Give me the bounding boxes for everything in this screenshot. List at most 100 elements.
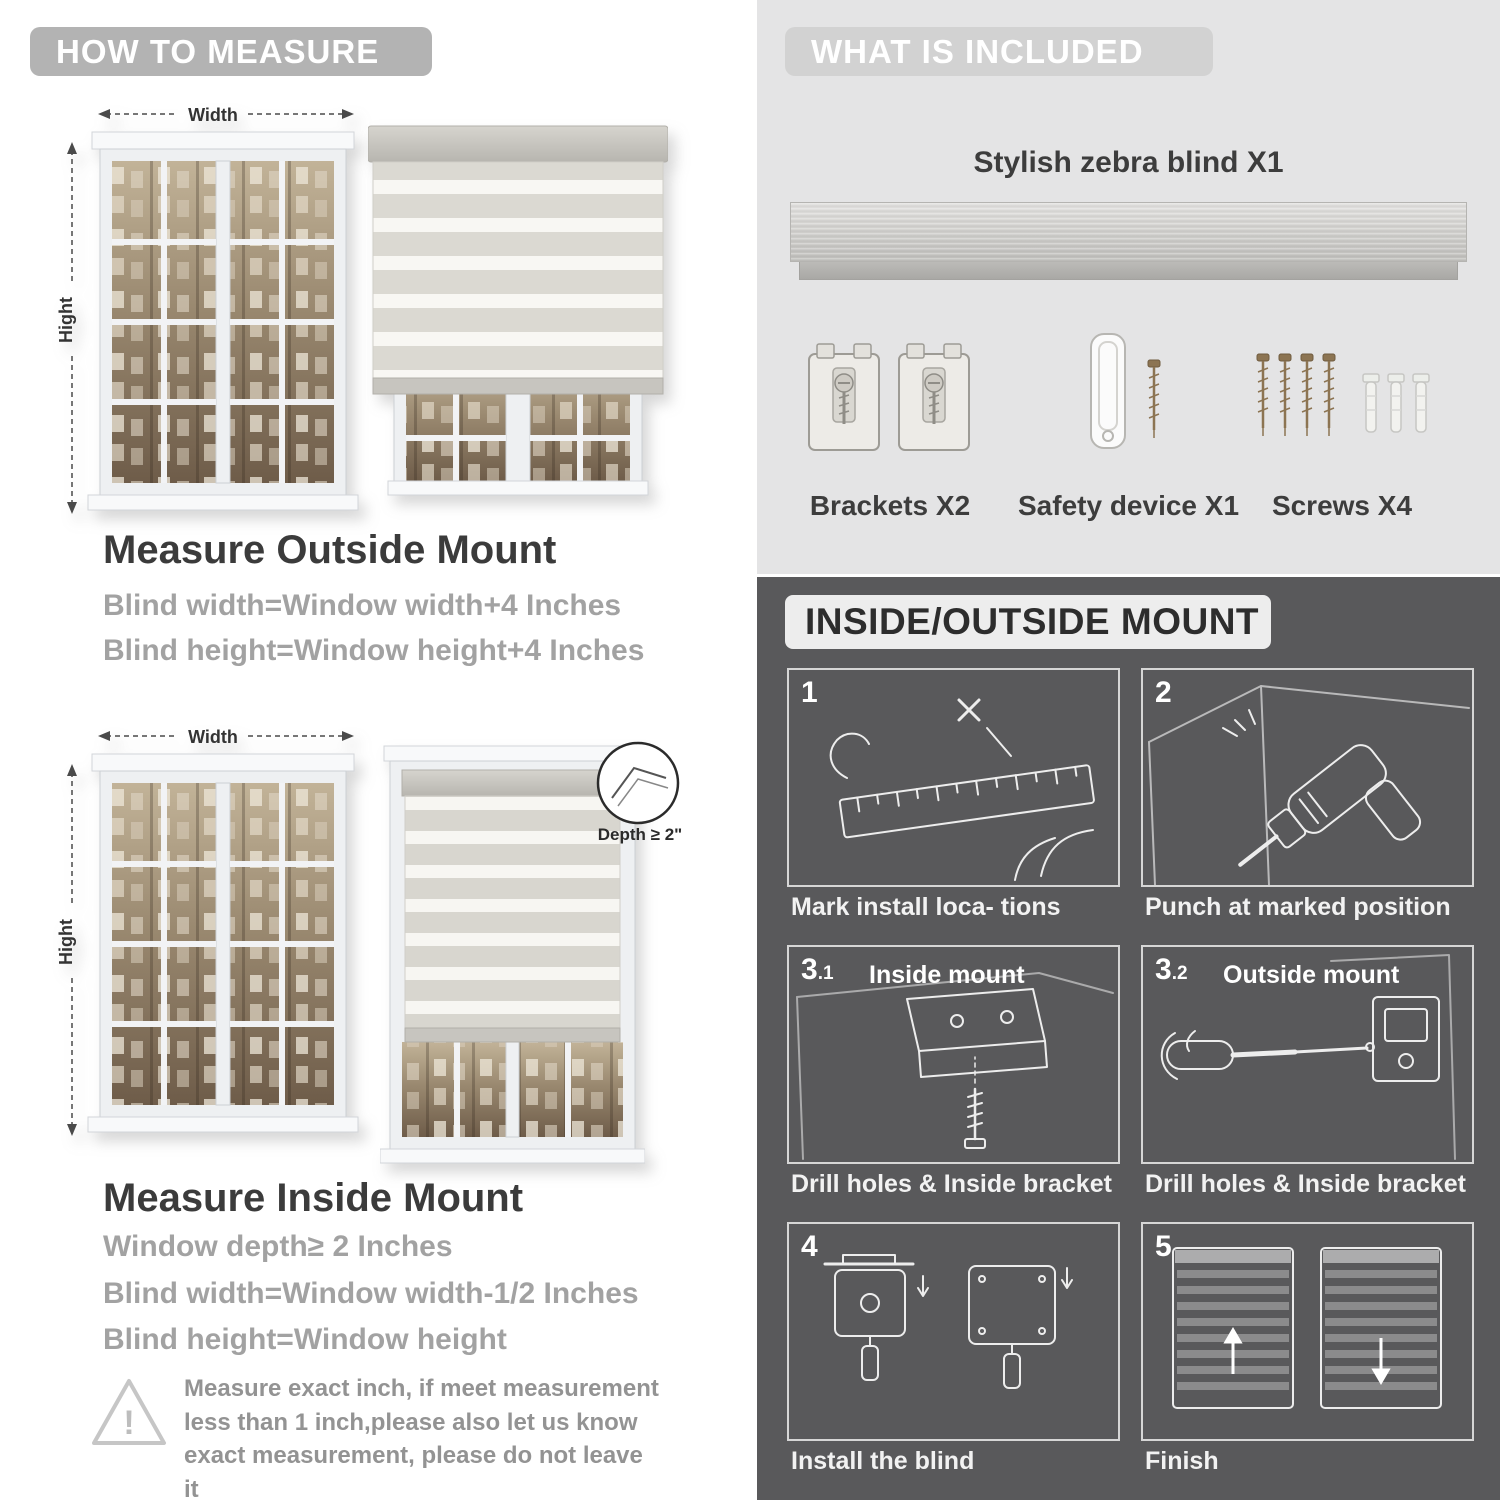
what-is-included-title: WHAT IS INCLUDED [811, 32, 1144, 70]
exclamation-mark: ! [123, 1404, 134, 1442]
step-num: 4 [801, 1230, 818, 1263]
screwdriver-icon [1160, 1030, 1375, 1080]
headrail-lip [799, 262, 1458, 280]
arrow-down-head [1371, 1368, 1391, 1385]
inside-mount-formula-height: Blind height=Window height [103, 1323, 507, 1356]
step-panel-4: 4 [787, 1222, 1120, 1441]
step-number-5: 5 [1155, 1230, 1172, 1264]
blind-stripes [1177, 1270, 1437, 1390]
step-title-inside-mount: Inside mount [869, 961, 1025, 989]
install-blind-illustration [823, 1254, 1073, 1389]
step-panel-2: 2 [1141, 668, 1474, 887]
screw-icon [1256, 353, 1270, 436]
step-panel-3-2: 3.2 Outside mount [1141, 945, 1474, 1164]
screw-icon [1300, 353, 1314, 436]
blind-profile-icon [823, 1254, 929, 1381]
step-caption-5: Finish [1145, 1447, 1219, 1475]
step-num: 1 [801, 676, 818, 709]
how-to-measure-badge: HOW TO MEASURE [30, 27, 432, 76]
step-caption-4: Install the blind [791, 1447, 975, 1475]
height-label: Hight [58, 297, 76, 343]
inside-mount-blind-illustration [380, 745, 645, 1164]
what-is-included-badge: WHAT IS INCLUDED [785, 27, 1213, 76]
warning-icon: ! [92, 1379, 166, 1445]
wall-corner-lines [1330, 954, 1456, 1160]
screws-icon [1256, 353, 1430, 436]
bracket-icon [898, 343, 970, 451]
blind-cassette [401, 769, 624, 797]
step-number-3-2: 3.2 [1155, 953, 1188, 987]
step-title-outside-mount: Outside mount [1223, 961, 1400, 989]
zebra-blind-headrail-illustration [790, 202, 1467, 280]
hand-icon [829, 732, 1094, 881]
outside-bracket-illustration [1160, 954, 1456, 1160]
step-caption-1: Mark install loca- tions [791, 893, 1061, 921]
step-caption-2: Punch at marked position [1145, 893, 1451, 921]
blind-cassette [368, 125, 668, 163]
brackets-label: Brackets X2 [809, 490, 971, 521]
mount-instructions-section: INSIDE/OUTSIDE MOUNT 1 [757, 577, 1500, 1500]
step-num: 2 [1155, 676, 1172, 709]
screw-icon [1322, 353, 1336, 436]
screws-label: Screws X4 [1271, 490, 1413, 521]
inside-bracket-illustration [796, 972, 1114, 1160]
screw-icon [1278, 353, 1292, 436]
wall-corner-lines [1148, 685, 1470, 885]
step-number-2: 2 [1155, 676, 1172, 710]
outside-mount-window-illustration: Width Hight [58, 105, 359, 514]
outside-mount-formula-width: Blind width=Window width+4 Inches [103, 589, 622, 622]
how-to-measure-title: HOW TO MEASURE [56, 32, 380, 70]
mount-heading: INSIDE/OUTSIDE MOUNT [805, 601, 1260, 642]
blind-fabric [405, 796, 620, 1028]
step-caption-3-1: Drill holes & Inside bracket [791, 1170, 1112, 1198]
safety-device-label: Safety device X1 [1018, 490, 1240, 521]
depth-label: Depth ≥ 2" [598, 825, 682, 844]
width-arrow: Width [98, 105, 354, 125]
anchor-icon [1362, 373, 1380, 433]
width-arrow: Width [98, 727, 354, 747]
bracket-icon [808, 343, 880, 451]
mark-locations-illustration [829, 698, 1095, 881]
width-label: Width [188, 105, 238, 125]
mount-heading-badge: INSIDE/OUTSIDE MOUNT [785, 595, 1271, 649]
inside-mount-formula-width: Blind width=Window width-1/2 Inches [103, 1277, 639, 1310]
step-number-3-1: 3.1 [801, 953, 834, 987]
blind-cassettes [1175, 1250, 1439, 1263]
ruler-icon [838, 764, 1095, 839]
step-number-4: 4 [801, 1230, 818, 1264]
step-num: 3 [1155, 953, 1172, 986]
inside-mount-window-illustration: Width Hight [58, 727, 359, 1136]
outside-mount-blind-illustration [368, 125, 668, 496]
width-label: Width [188, 727, 238, 747]
arrow-up-head [1223, 1327, 1243, 1344]
measure-note: Measure exact inch, if meet measurement … [184, 1375, 659, 1500]
anchor-icon [1387, 373, 1405, 433]
blind-fabric [373, 162, 663, 378]
anchor-icon [1412, 373, 1430, 433]
bracket-icon [1372, 996, 1440, 1082]
dust-lines [1222, 709, 1256, 737]
drill-illustration [1148, 685, 1470, 885]
height-label: Hight [58, 919, 76, 965]
headrail-bar [790, 202, 1467, 262]
height-arrow: Hight [58, 764, 77, 1136]
step-panel-1: 1 [787, 668, 1120, 887]
zebra-blind-label: Stylish zebra blind X1 [973, 146, 1284, 179]
outside-mount-heading: Measure Outside Mount [103, 528, 557, 572]
step-sub: .2 [1171, 963, 1188, 984]
what-is-included-section: WHAT IS INCLUDED Stylish zebra blind X1 [757, 0, 1500, 574]
step-panel-3-1: 3.1 Inside mount [787, 945, 1120, 1164]
depth-detail-icon: Depth ≥ 2" [596, 741, 682, 844]
height-arrow: Hight [58, 142, 77, 514]
bracket-icon [906, 988, 1048, 1078]
blind-bottom-rail [404, 1027, 621, 1043]
screw-icon [964, 1056, 986, 1149]
screw-icon [1147, 359, 1161, 438]
blind-bottom-rail [372, 377, 664, 395]
inside-mount-depth-rule: Window depth≥ 2 Inches [103, 1230, 453, 1263]
finish-illustration [1172, 1247, 1442, 1409]
inside-mount-heading: Measure Inside Mount [103, 1176, 524, 1220]
blind-icon [1172, 1247, 1442, 1409]
step-caption-3-2: Drill holes & Inside bracket [1145, 1170, 1466, 1198]
brackets-icon [808, 343, 970, 451]
